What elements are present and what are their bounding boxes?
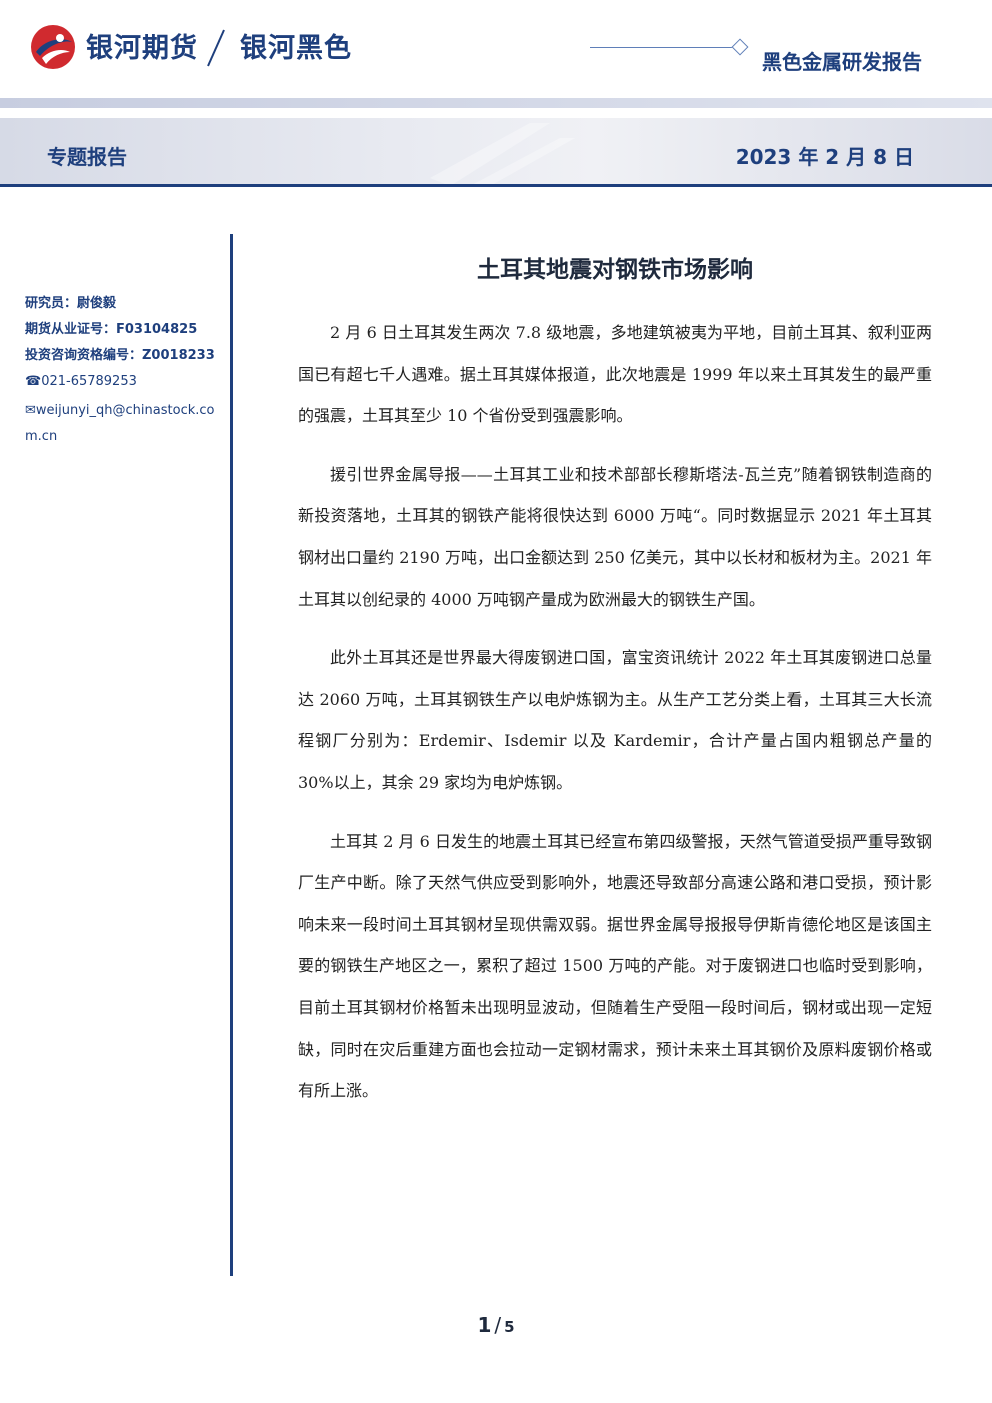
- email-row: ✉weijunyi_qh@chinastock.com.cn: [25, 398, 221, 450]
- galaxy-logo-icon: [31, 25, 75, 69]
- page-number: 1/5: [0, 1313, 992, 1337]
- researcher-name: 研究员：尉俊毅: [25, 296, 117, 311]
- report-type: 黑色金属研发报告: [762, 50, 922, 74]
- column-divider: [230, 234, 233, 1276]
- page-separator: /: [494, 1313, 502, 1337]
- report-date: 2023 年 2 月 8 日: [735, 145, 914, 169]
- article-paragraph: 此外土耳其还是世界最大得废钢进口国，富宝资讯统计 2022 年土耳其废钢进口总量…: [298, 648, 932, 792]
- article-paragraph: 援引世界金属导报——土耳其工业和技术部部长穆斯塔法-瓦兰克”随着钢铁制造商的新投…: [298, 464, 932, 609]
- phone-row: ☎021-65789253: [25, 372, 221, 398]
- author-sidebar: 研究员：尉俊毅 期货从业证号：F03104825 投资咨询资格编号：Z00182…: [25, 294, 221, 450]
- pen-watermark-icon: [430, 123, 575, 186]
- mail-icon: ✉: [25, 403, 36, 418]
- futures-license: 期货从业证号：F03104825: [25, 322, 198, 337]
- header-band: [0, 118, 992, 186]
- header-band-rule: [0, 184, 992, 187]
- email-address[interactable]: weijunyi_qh@chinastock.com.cn: [25, 403, 215, 444]
- article-paragraph: 土耳其 2 月 6 日发生的地震土耳其已经宣布第四级警报，天然气管道受损严重导致…: [298, 831, 932, 1101]
- section-label: 专题报告: [47, 145, 127, 169]
- brand-name: 银河期货: [86, 33, 198, 64]
- current-page: 1: [477, 1313, 492, 1337]
- article-title: 土耳其地震对钢铁市场影响: [477, 257, 753, 283]
- brand-divider: [207, 29, 225, 67]
- total-pages: 5: [504, 1318, 515, 1336]
- consult-license: 投资咨询资格编号：Z0018233: [25, 348, 215, 363]
- diamond-icon: [731, 38, 749, 56]
- sub-brand-name: 银河黑色: [240, 33, 352, 64]
- article-paragraph: 2 月 6 日土耳其发生两次 7.8 级地震，多地建筑被夷为平地，目前土耳其、叙…: [298, 323, 932, 426]
- header-band-thin: [0, 98, 992, 108]
- phone-icon: ☎: [25, 374, 42, 389]
- phone-number: 021-65789253: [41, 374, 137, 389]
- article-body: 2 月 6 日土耳其发生两次 7.8 级地震，多地建筑被夷为平地，目前土耳其、叙…: [298, 312, 932, 1129]
- page-header: 银河期货 银河黑色 黑色金属研发报告: [0, 0, 992, 98]
- header-rule-left: [590, 47, 732, 48]
